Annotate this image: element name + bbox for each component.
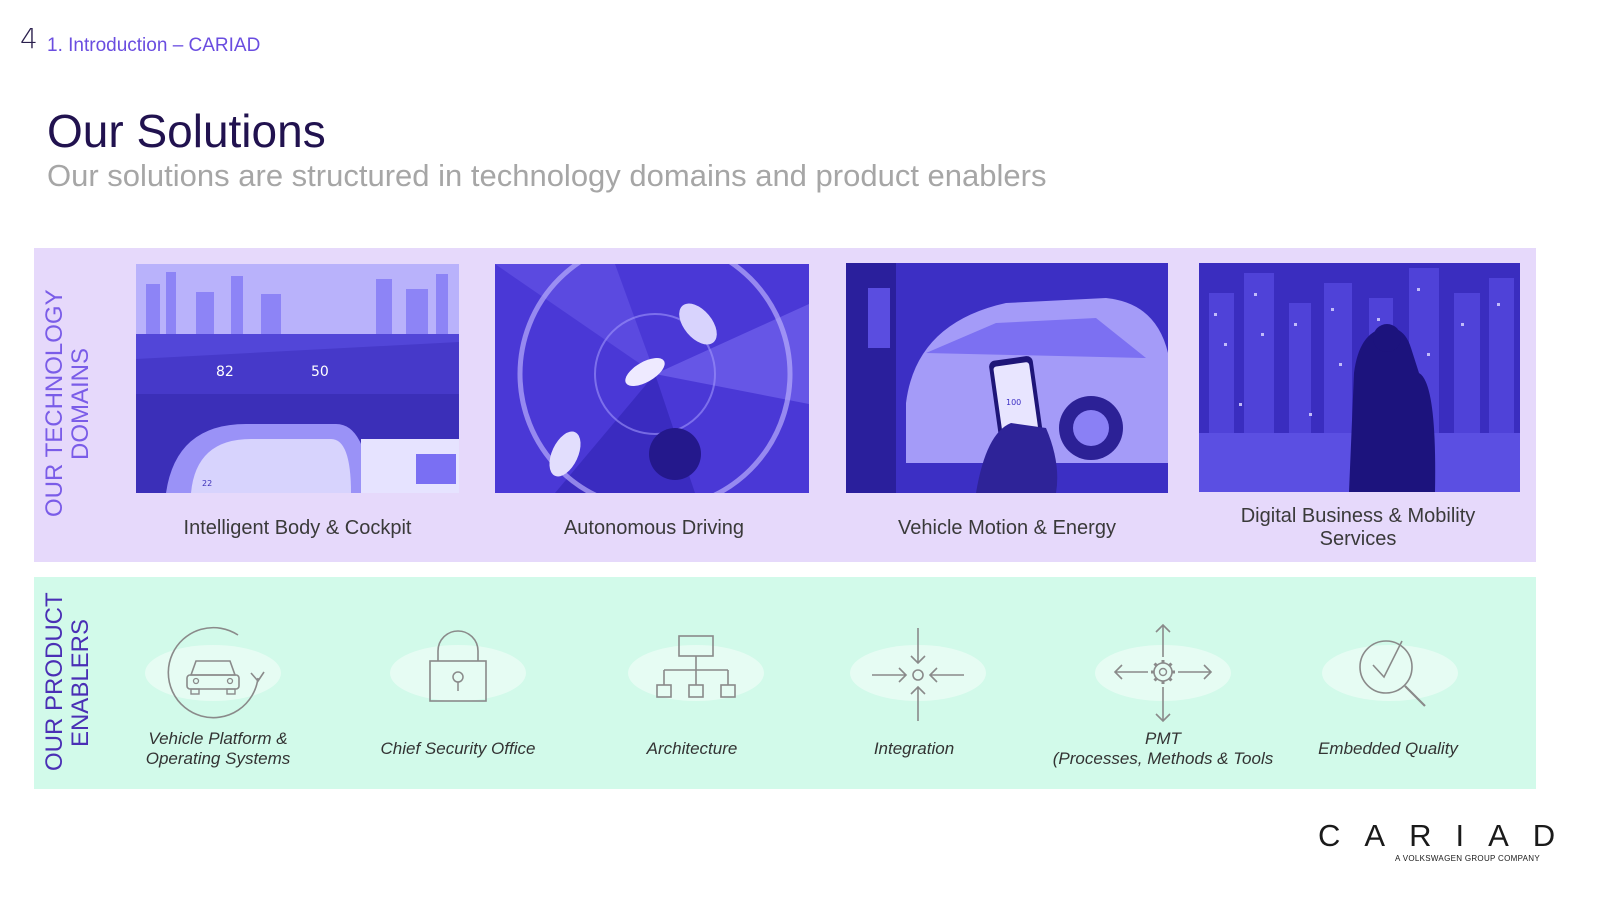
enabler-caption-line1: PMT — [1145, 729, 1181, 748]
technology-domains-label: OUR TECHNOLOGY DOMAINS — [41, 289, 94, 517]
hud-speed: 82 — [216, 364, 234, 380]
product-enablers-label: OUR PRODUCT ENABLERS — [41, 592, 94, 771]
hierarchy-icon — [626, 623, 766, 723]
enabler-caption-pmt: PMT (Processes, Methods & Tools — [1040, 729, 1286, 769]
enabler-caption-line1: Vehicle Platform & — [148, 729, 288, 748]
enabler-caption-integration: Integration — [873, 739, 955, 758]
page-subtitle: Our solutions are structured in technolo… — [47, 158, 1047, 193]
domain-caption-cockpit: Intelligent Body & Cockpit — [183, 517, 412, 539]
magnifier-check-icon — [1320, 623, 1460, 723]
enabler-caption-line2: Operating Systems — [145, 749, 291, 768]
domain-image-ev-charging: 100 — [846, 263, 1168, 493]
enabler-caption-line2: (Processes, Methods & Tools — [1052, 749, 1274, 768]
hud-limit: 50 — [311, 364, 329, 380]
converging-arrows-icon — [848, 623, 988, 723]
domain-caption-motion-energy: Vehicle Motion & Energy — [898, 517, 1116, 539]
domain-image-cockpit: 82 50 22 — [136, 264, 459, 493]
domain-image-city-night — [1199, 263, 1520, 492]
page-title: Our Solutions — [47, 105, 326, 157]
enabler-caption-embedded-quality: Embedded Quality — [1318, 739, 1458, 758]
phone-value: 100 — [1006, 398, 1021, 407]
padlock-icon — [388, 623, 528, 723]
domain-caption-autonomous: Autonomous Driving — [563, 517, 745, 539]
breadcrumb: 1. Introduction – CARIAD — [47, 35, 261, 56]
domain-caption-digital-business: Digital Business & Mobility Services — [1240, 505, 1476, 550]
car-cycle-icon — [143, 623, 283, 723]
cariad-logo: CARIAD A VOLKSWAGEN GROUP COMPANY — [1318, 818, 1580, 863]
product-enablers-band — [34, 577, 1536, 789]
enabler-caption-architecture: Architecture — [646, 739, 738, 758]
dash-value: 22 — [202, 479, 212, 488]
domain-image-autonomous — [495, 264, 809, 493]
enabler-caption-security: Chief Security Office — [380, 739, 536, 758]
product-enablers-label-line1: OUR PRODUCT — [41, 592, 68, 771]
technology-domains-label-line1: OUR TECHNOLOGY — [41, 289, 68, 517]
gear-arrows-icon — [1093, 623, 1233, 723]
enabler-caption-vehicle-platform: Vehicle Platform & Operating Systems — [138, 729, 298, 769]
logo-wordmark: CARIAD — [1318, 818, 1580, 853]
logo-tagline: A VOLKSWAGEN GROUP COMPANY — [1394, 854, 1540, 863]
page-number: 4 — [20, 22, 38, 55]
technology-domains-label-line2: DOMAINS — [67, 348, 94, 461]
product-enablers-label-line2: ENABLERS — [67, 618, 94, 748]
